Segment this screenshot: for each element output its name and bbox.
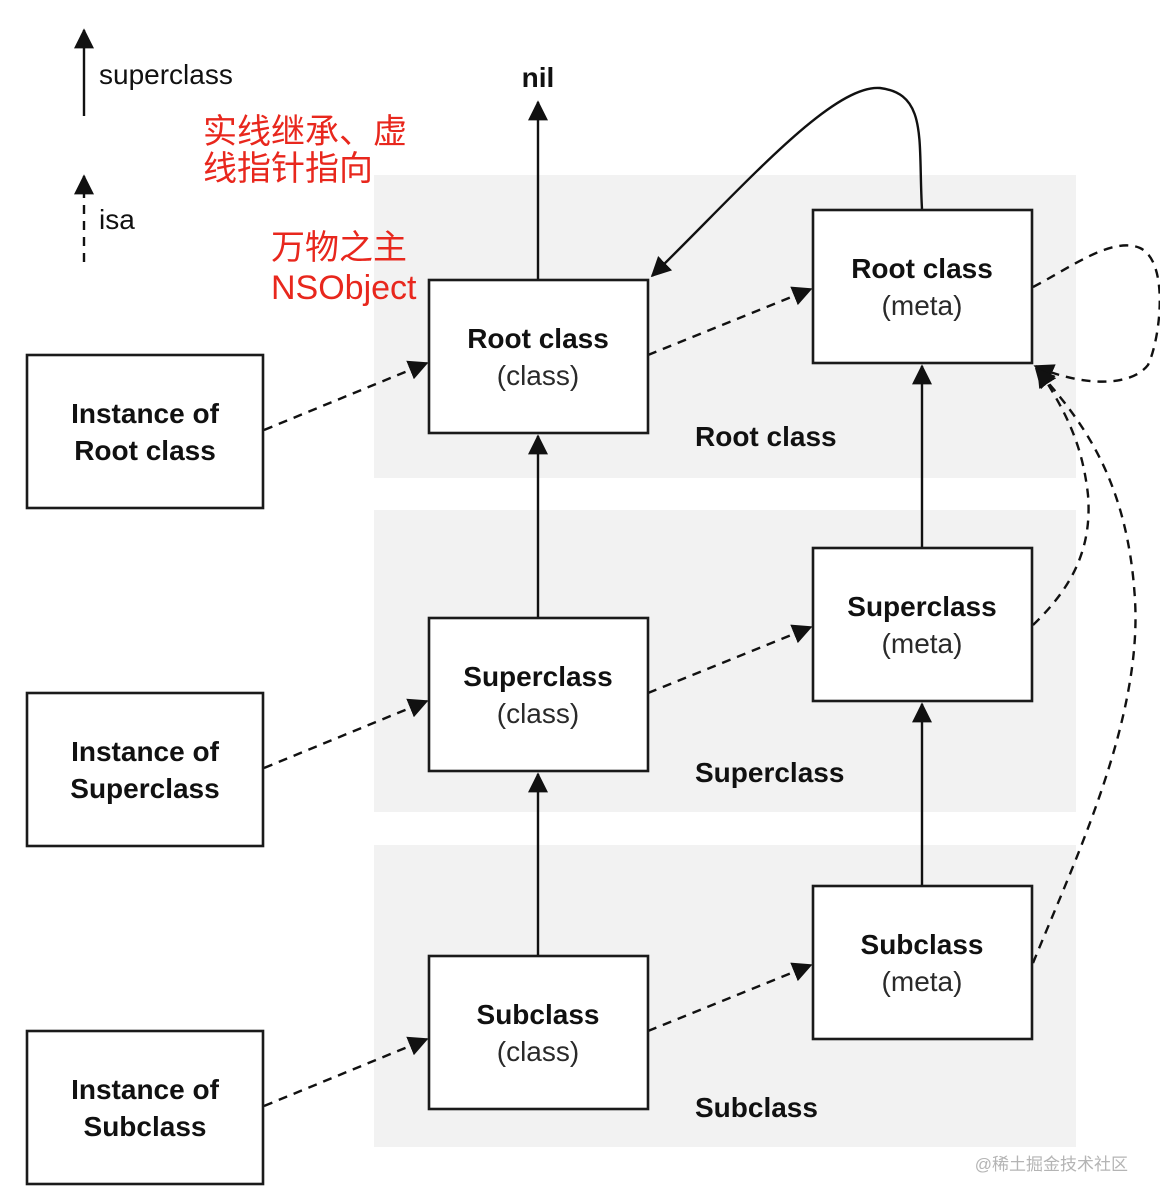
instance-sub-line1: Instance of [71,1074,219,1105]
subclass-meta-sub: (meta) [882,966,963,997]
isa-instance-super-to-superclass [263,698,429,770]
superclass-meta-title: Superclass [847,591,996,622]
annotation-line-2: 线指针指向 [203,150,373,188]
isa-submeta-to-rootmeta [1031,367,1137,964]
watermark: @稀土掘金技术社区 [975,1155,1128,1174]
superclass-meta-box: Superclass (meta) [811,546,1034,703]
subclass-class-sub: (class) [497,1036,579,1067]
superclass-meta-sub: (meta) [882,628,963,659]
instance-root-box: Instance of Root class [25,353,265,510]
isa-superclass-to-supermeta [647,624,813,695]
rootclass-meta-title: Root class [851,253,993,284]
annotation-line-1: 实线继承、虚 [203,113,407,151]
superclass-class-sub: (class) [497,698,579,729]
instance-super-box: Instance of Superclass [25,691,265,848]
instance-sub-line2: Subclass [84,1111,207,1142]
subclass-meta-box: Subclass (meta) [811,884,1034,1041]
isa-rootclass-to-rootmeta [647,286,813,357]
legend-superclass-label: superclass [99,59,233,90]
rootclass-class-box: Root class (class) [427,278,650,435]
subclass-class-title: Subclass [477,999,600,1030]
rootclass-meta-sub: (meta) [882,290,963,321]
instance-sub-box: Instance of Subclass [25,1029,265,1186]
band-label-root: Root class [695,421,837,452]
superclass-class-title: Superclass [463,661,612,692]
arrow-rootmeta-to-rootclass [650,86,924,278]
subclass-meta-title: Subclass [861,929,984,960]
instance-root-line1: Instance of [71,398,219,429]
instance-super-line2: Superclass [70,773,219,804]
rootclass-class-title: Root class [467,323,609,354]
superclass-class-box: Superclass (class) [427,616,650,773]
rootclass-meta-box: Root class (meta) [811,208,1034,365]
legend-isa-label: isa [99,204,135,235]
nil-label: nil [522,62,555,93]
annotation-line-3: 万物之主 [271,229,407,267]
isa-subclass-to-submeta [647,962,813,1033]
isa-supermeta-to-rootmeta [1032,366,1090,626]
instance-root-line2: Root class [74,435,216,466]
annotation-line-4: NSObject [271,269,417,307]
subclass-class-box: Subclass (class) [427,954,650,1111]
isa-instance-root-to-rootclass [263,360,429,432]
rootclass-class-sub: (class) [497,360,579,391]
band-label-sub: Subclass [695,1092,818,1123]
band-label-super: Superclass [695,757,844,788]
isa-instance-sub-to-subclass [263,1036,429,1108]
instance-super-line1: Instance of [71,736,219,767]
